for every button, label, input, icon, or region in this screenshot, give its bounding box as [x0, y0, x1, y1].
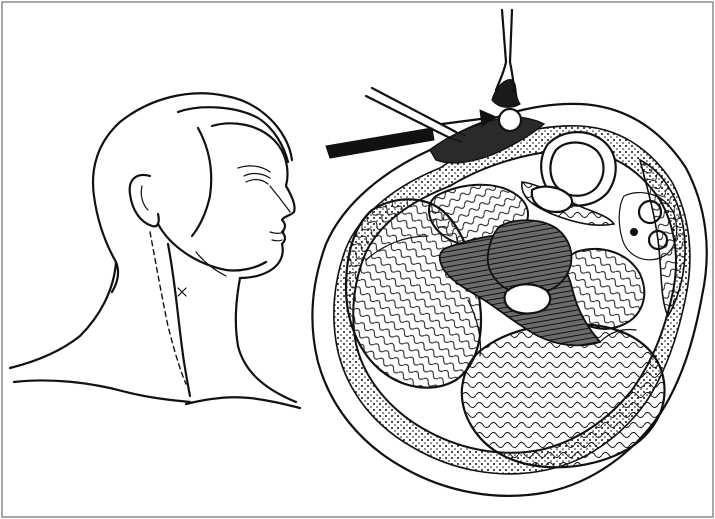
eye	[246, 180, 268, 184]
scm-contour	[168, 244, 190, 396]
incision-line	[150, 232, 186, 384]
forceps-vertical	[502, 10, 512, 62]
incision-mark	[178, 288, 186, 296]
skin-fold	[196, 252, 226, 276]
ear-inner	[141, 186, 148, 210]
clavicle	[186, 397, 300, 408]
neck-back	[10, 262, 116, 368]
mouth	[270, 232, 284, 234]
neck-front	[236, 278, 296, 402]
spinal-canal	[505, 284, 551, 313]
vertebral-body	[488, 220, 572, 294]
lip-line	[272, 240, 282, 241]
vagus-nerve	[631, 229, 638, 236]
shoulder-line	[14, 380, 190, 402]
node-pedicle	[492, 80, 520, 108]
ear	[130, 175, 159, 226]
eyebrow	[238, 166, 270, 172]
lymph-node	[499, 109, 521, 131]
head-neck-drawing	[10, 93, 300, 408]
temple-line	[192, 128, 211, 236]
eye-lash	[244, 174, 270, 178]
jaw-line	[158, 224, 266, 271]
scissors-lower	[372, 88, 456, 132]
hairline	[178, 107, 288, 162]
large-pointer-arrow	[326, 128, 434, 158]
head-outline	[93, 93, 292, 292]
